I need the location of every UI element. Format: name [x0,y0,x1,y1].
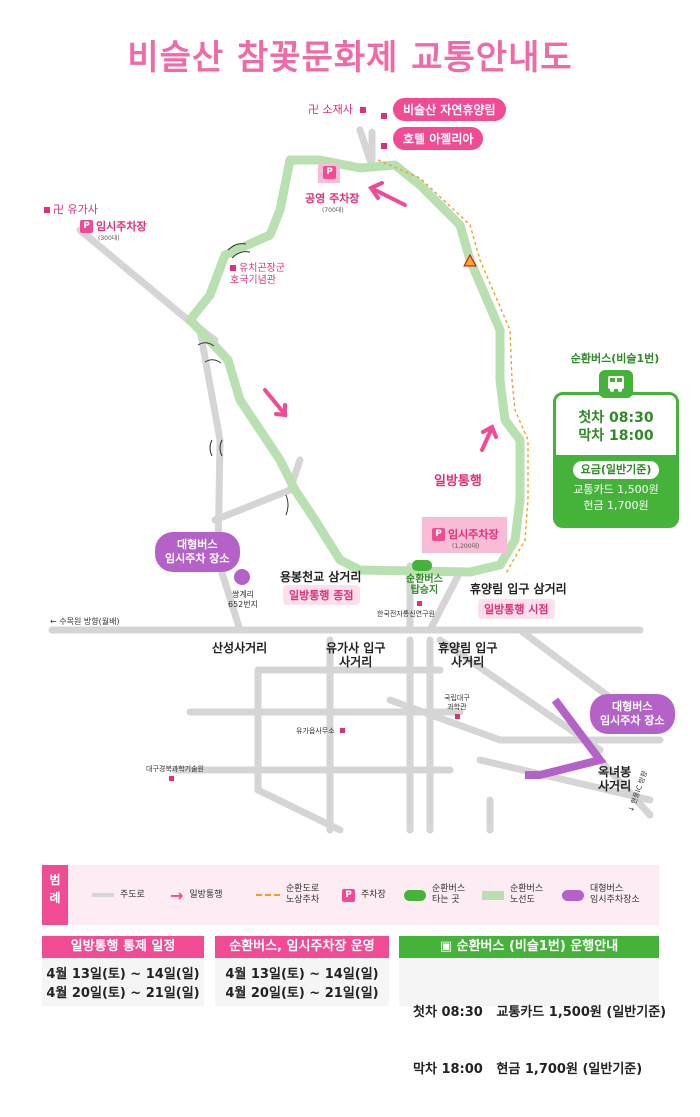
etri-label: 한국전자통신연구원 [377,610,435,618]
bus-info-card: 첫차 08:30 막차 18:00 요금(일반기준) 교통카드 1,500원 현… [553,392,679,528]
temple-symbol: 卍 [53,203,68,216]
yongbong-tag: 일방통행 종점 [283,585,360,605]
big-bus-right-label: 대형버스 임시주차 장소 [590,694,675,734]
ssanggye-label: 쌍계리 652번지 [228,590,258,609]
legend: 범 례 주도로 → 일방통행 순환도로 노상주차 P 주차장 순환버스 타는 곳… [42,865,659,925]
yongbong-label: 용봉천교 삼거리 [280,570,362,584]
bus-last-time: 막차 18:00 [578,428,654,444]
temp-parking-bottom-label: 임시주차장 [448,528,499,541]
legend-road: 주도로 [92,865,145,925]
map-canvas [48,126,664,834]
bus-stop-icon [412,560,432,571]
yugasa-temple-label: 卍 유가사 [44,201,98,217]
forest-label: 비슬산 자연휴양림 [393,98,506,121]
bus-card-title: 순환버스(비슬1번) [570,352,660,365]
oneway-schedule-line2: 4월 20일(토) ~ 21일(일) [46,986,200,1001]
bus-icon [404,889,426,901]
bus-icon [599,370,633,398]
temp-parking-bottom: P 임시주차장 [432,526,499,542]
one-way-arrows [263,181,498,452]
one-way-label: 일방통행 [434,474,482,489]
public-parking-label: 공영 주차장 [305,192,360,205]
science-school-label: 대구경북과학기술원 [146,765,204,773]
public-parking-capacity: (700대) [322,207,344,214]
legend-bus-route: 순환버스 노선도 [482,865,543,925]
warning-icon [463,253,477,267]
oneway-schedule-panel: 일방통행 통제 일정 4월 13일(토) ~ 14일(일) 4월 20일(토) … [42,936,204,1006]
bus-parking-panel: 순환버스, 임시주차장 운영 4월 13일(토) ~ 14일(일) 4월 20일… [215,936,389,1006]
dashed-swatch [256,894,280,896]
temp-parking-top: P 임시주차장 [80,218,147,234]
forest-entrance-cross-label: 휴양림 입구 사거리 [438,641,498,669]
legend-big-bus: 대형버스 임시주차장소 [562,865,640,925]
sanseong-label: 산성사거리 [212,641,268,655]
arrow-icon [480,428,493,452]
oneway-schedule-line1: 4월 13일(토) ~ 14일(일) [46,967,200,982]
oknyeobong-label: 옥녀봉 사거리 [598,765,632,793]
parking-icon: P [432,527,445,541]
shoulder-parking-dashed [377,159,529,576]
bus-parking-line1: 4월 13일(토) ~ 14일(일) [225,967,379,982]
forest-entrance-tag: 일방통행 시점 [478,599,555,619]
parking-icon: P [80,219,93,233]
road-swatch [92,893,114,897]
bus-icon: ▣ [439,939,457,954]
bus-first-time: 첫차 08:30 [578,410,654,426]
temple-symbol: 卍 [308,103,323,116]
bus-parking-line2: 4월 20일(토) ~ 21일(일) [225,986,379,1001]
legend-parking: P 주차장 [342,865,386,925]
arrow-icon [263,388,285,414]
route-swatch [482,890,504,900]
temp-parking-top-label: 임시주차장 [96,220,147,233]
legend-oneway: → 일방통행 [170,885,223,905]
bus-parking-title: 순환버스, 임시주차장 운영 [215,936,389,958]
bus-info-line2: 막차 18:00 현금 1,700원 (일반기준) [413,1062,643,1077]
fare-card: 교통카드 1,500원 [573,483,659,496]
parking-icon: P [342,888,355,902]
big-bus-left-label: 대형버스 임시주차 장소 [155,532,240,572]
forest-entrance-label: 휴양림 입구 삼거리 [470,582,567,596]
arrow-icon: → [170,885,184,905]
big-bus-swatch [562,889,584,901]
fare-label: 요금(일반기준) [572,461,660,479]
bus-info-line1: 첫차 08:30 교통카드 1,500원 (일반기준) [413,1005,667,1020]
hotel-label: 호텔 아젤리아 [393,127,484,150]
science-museum-label: 국립대구 과학관 [444,694,470,711]
temp-parking-top-capacity: (300대) [98,235,120,242]
oneway-schedule-title: 일방통행 통제 일정 [42,936,204,958]
parking-icon: P [323,166,336,179]
memorial-label: 유치곤장군 호국기념관 [230,263,285,286]
bus-stop-label: 순환버스 탑승지 [406,574,443,596]
curve-marks [197,243,289,516]
legend-bus-stop: 순환버스 타는 곳 [404,865,465,925]
suseong-direction: ← 수목원 방향(월배) [50,617,120,626]
yugasa-entrance-label: 유가사 입구 사거리 [326,641,386,669]
bus-info-panel-title: ▣ 순환버스 (비슬1번) 운행안내 [399,936,659,958]
arrow-icon [373,188,407,207]
page-title: 비슬산 참꽃문화제 교통안내도 [127,38,573,78]
legend-side-label: 범 례 [42,865,68,925]
bus-icon-glyph [608,376,624,392]
ssanggye-marker [234,569,250,585]
sojaesa-label: 卍 소재사 [308,101,369,117]
temp-parking-bottom-capacity: (1,200대) [452,543,480,550]
big-bus-route [525,697,607,779]
legend-shoulder: 순환도로 노상주차 [256,865,319,925]
bus-info-panel: ▣ 순환버스 (비슬1번) 운행안내 첫차 08:30 교통카드 1,500원 … [399,936,666,1077]
fare-cash: 현금 1,700원 [583,499,649,512]
yuga-office-label: 유가읍사무소 [296,727,335,735]
bus-route-loop [185,155,525,577]
